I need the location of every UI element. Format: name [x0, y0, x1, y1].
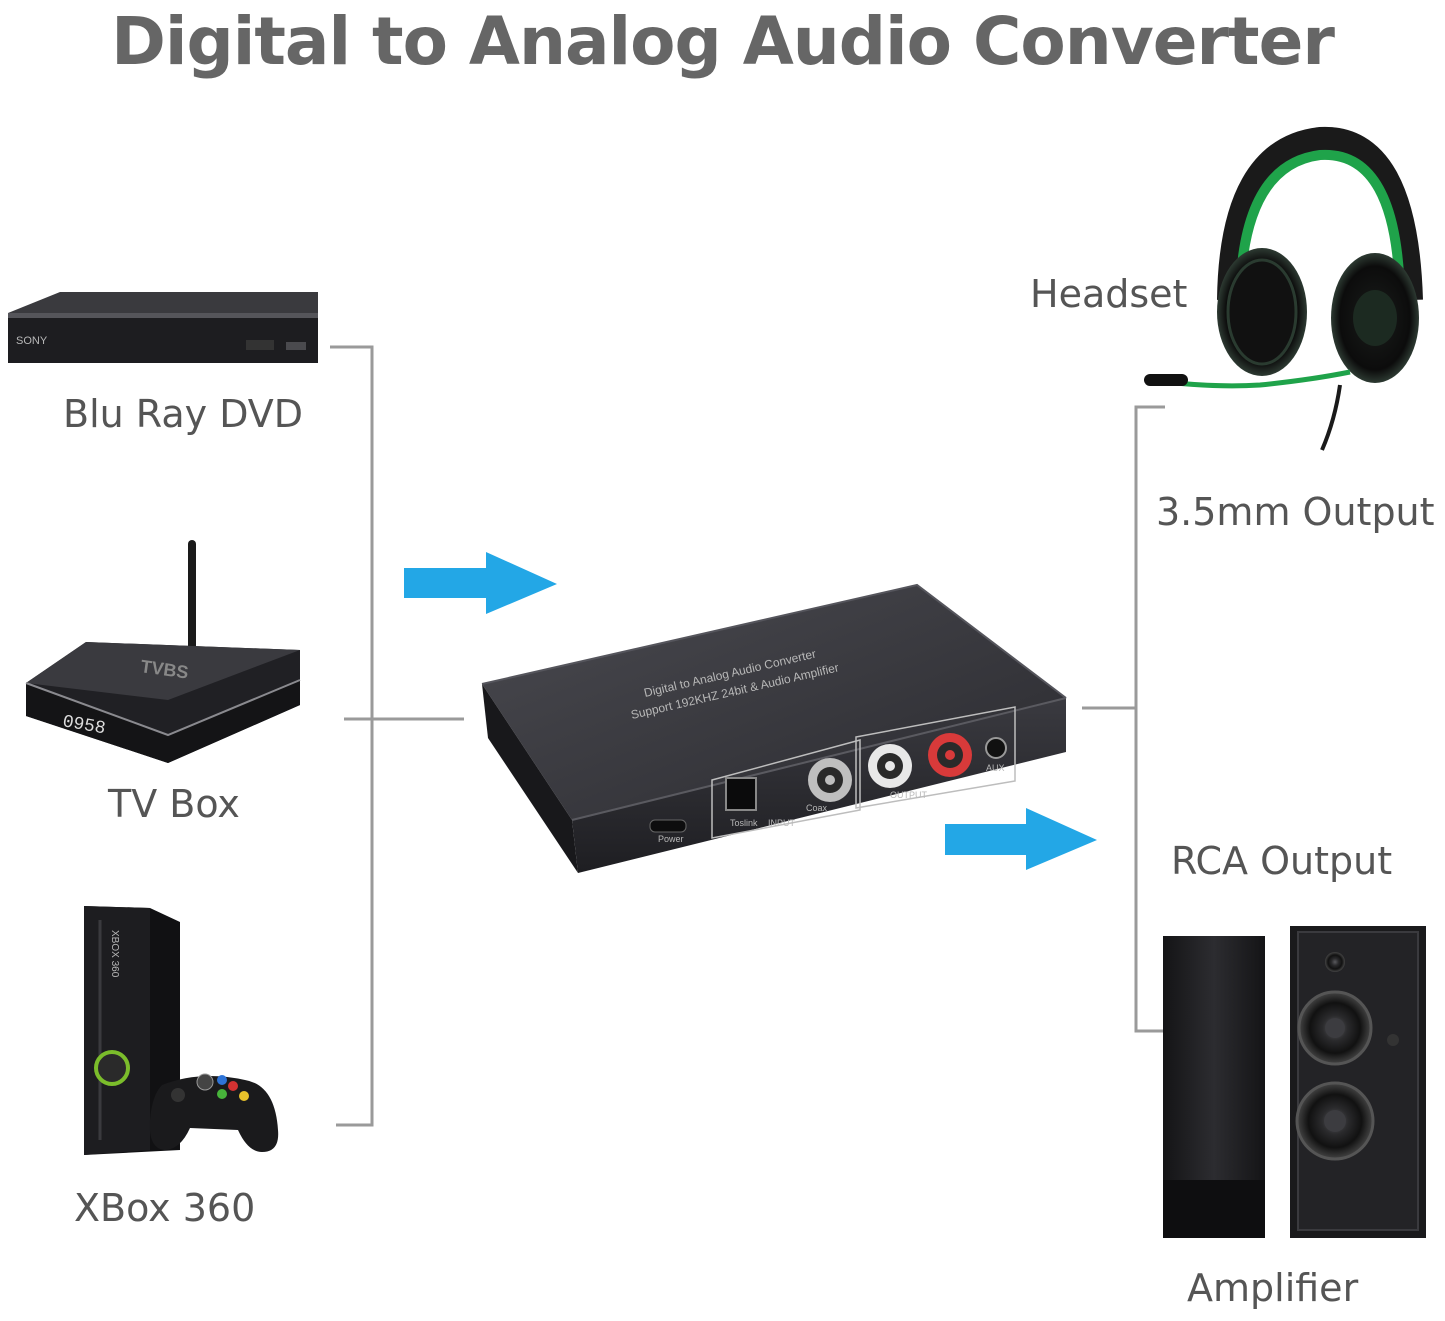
- source-label-blu-ray: Blu Ray DVD: [63, 392, 304, 436]
- input-panel: [711, 739, 861, 839]
- xbox-logo: XBOX 360: [109, 930, 120, 978]
- coax-port-label: Coax: [806, 803, 828, 813]
- sony-logo: SONY: [16, 335, 48, 347]
- output-panel: [855, 706, 1016, 809]
- input-arrow-icon: [404, 552, 557, 614]
- aux-port-label: AUX: [986, 763, 1005, 773]
- power-port-label: Power: [658, 834, 684, 844]
- output-arrow-icon: [945, 808, 1097, 870]
- output-connector-lines: [1082, 405, 1166, 1033]
- amplifier-speakers-icon: [1163, 926, 1426, 1238]
- output-label-rca: RCA Output: [1171, 839, 1393, 883]
- source-connector-lines: [330, 345, 464, 1127]
- headset-icon: [1144, 126, 1423, 451]
- rca-white-port-icon: [868, 744, 912, 788]
- input-panel-label: INPUT: [768, 818, 796, 828]
- power-port-icon: [649, 819, 687, 833]
- output-panel-label: OUTPUT: [890, 790, 928, 800]
- page-title: Digital to Analog Audio Converter: [111, 3, 1335, 80]
- source-label-tv-box: TV Box: [108, 782, 240, 826]
- tv-box-icon: 0958 TVBS: [25, 540, 301, 763]
- output-label-amplifier: Amplifier: [1187, 1266, 1359, 1310]
- source-label-xbox: XBox 360: [74, 1186, 256, 1230]
- toslink-port-label: Toslink: [730, 818, 758, 828]
- output-label-headset: Headset: [1030, 272, 1188, 316]
- aux-port-icon: [985, 737, 1007, 759]
- coax-port-icon: [808, 758, 852, 802]
- output-label-jack: 3.5mm Output: [1156, 490, 1435, 534]
- rca-red-port-icon: [928, 733, 972, 777]
- xbox-360-icon: XBOX 360: [84, 906, 279, 1155]
- blu-ray-player-icon: SONY: [8, 292, 318, 363]
- converter-device: Digital to Analog Audio Converter Suppor…: [481, 583, 1067, 873]
- toslink-port-icon: [725, 777, 757, 811]
